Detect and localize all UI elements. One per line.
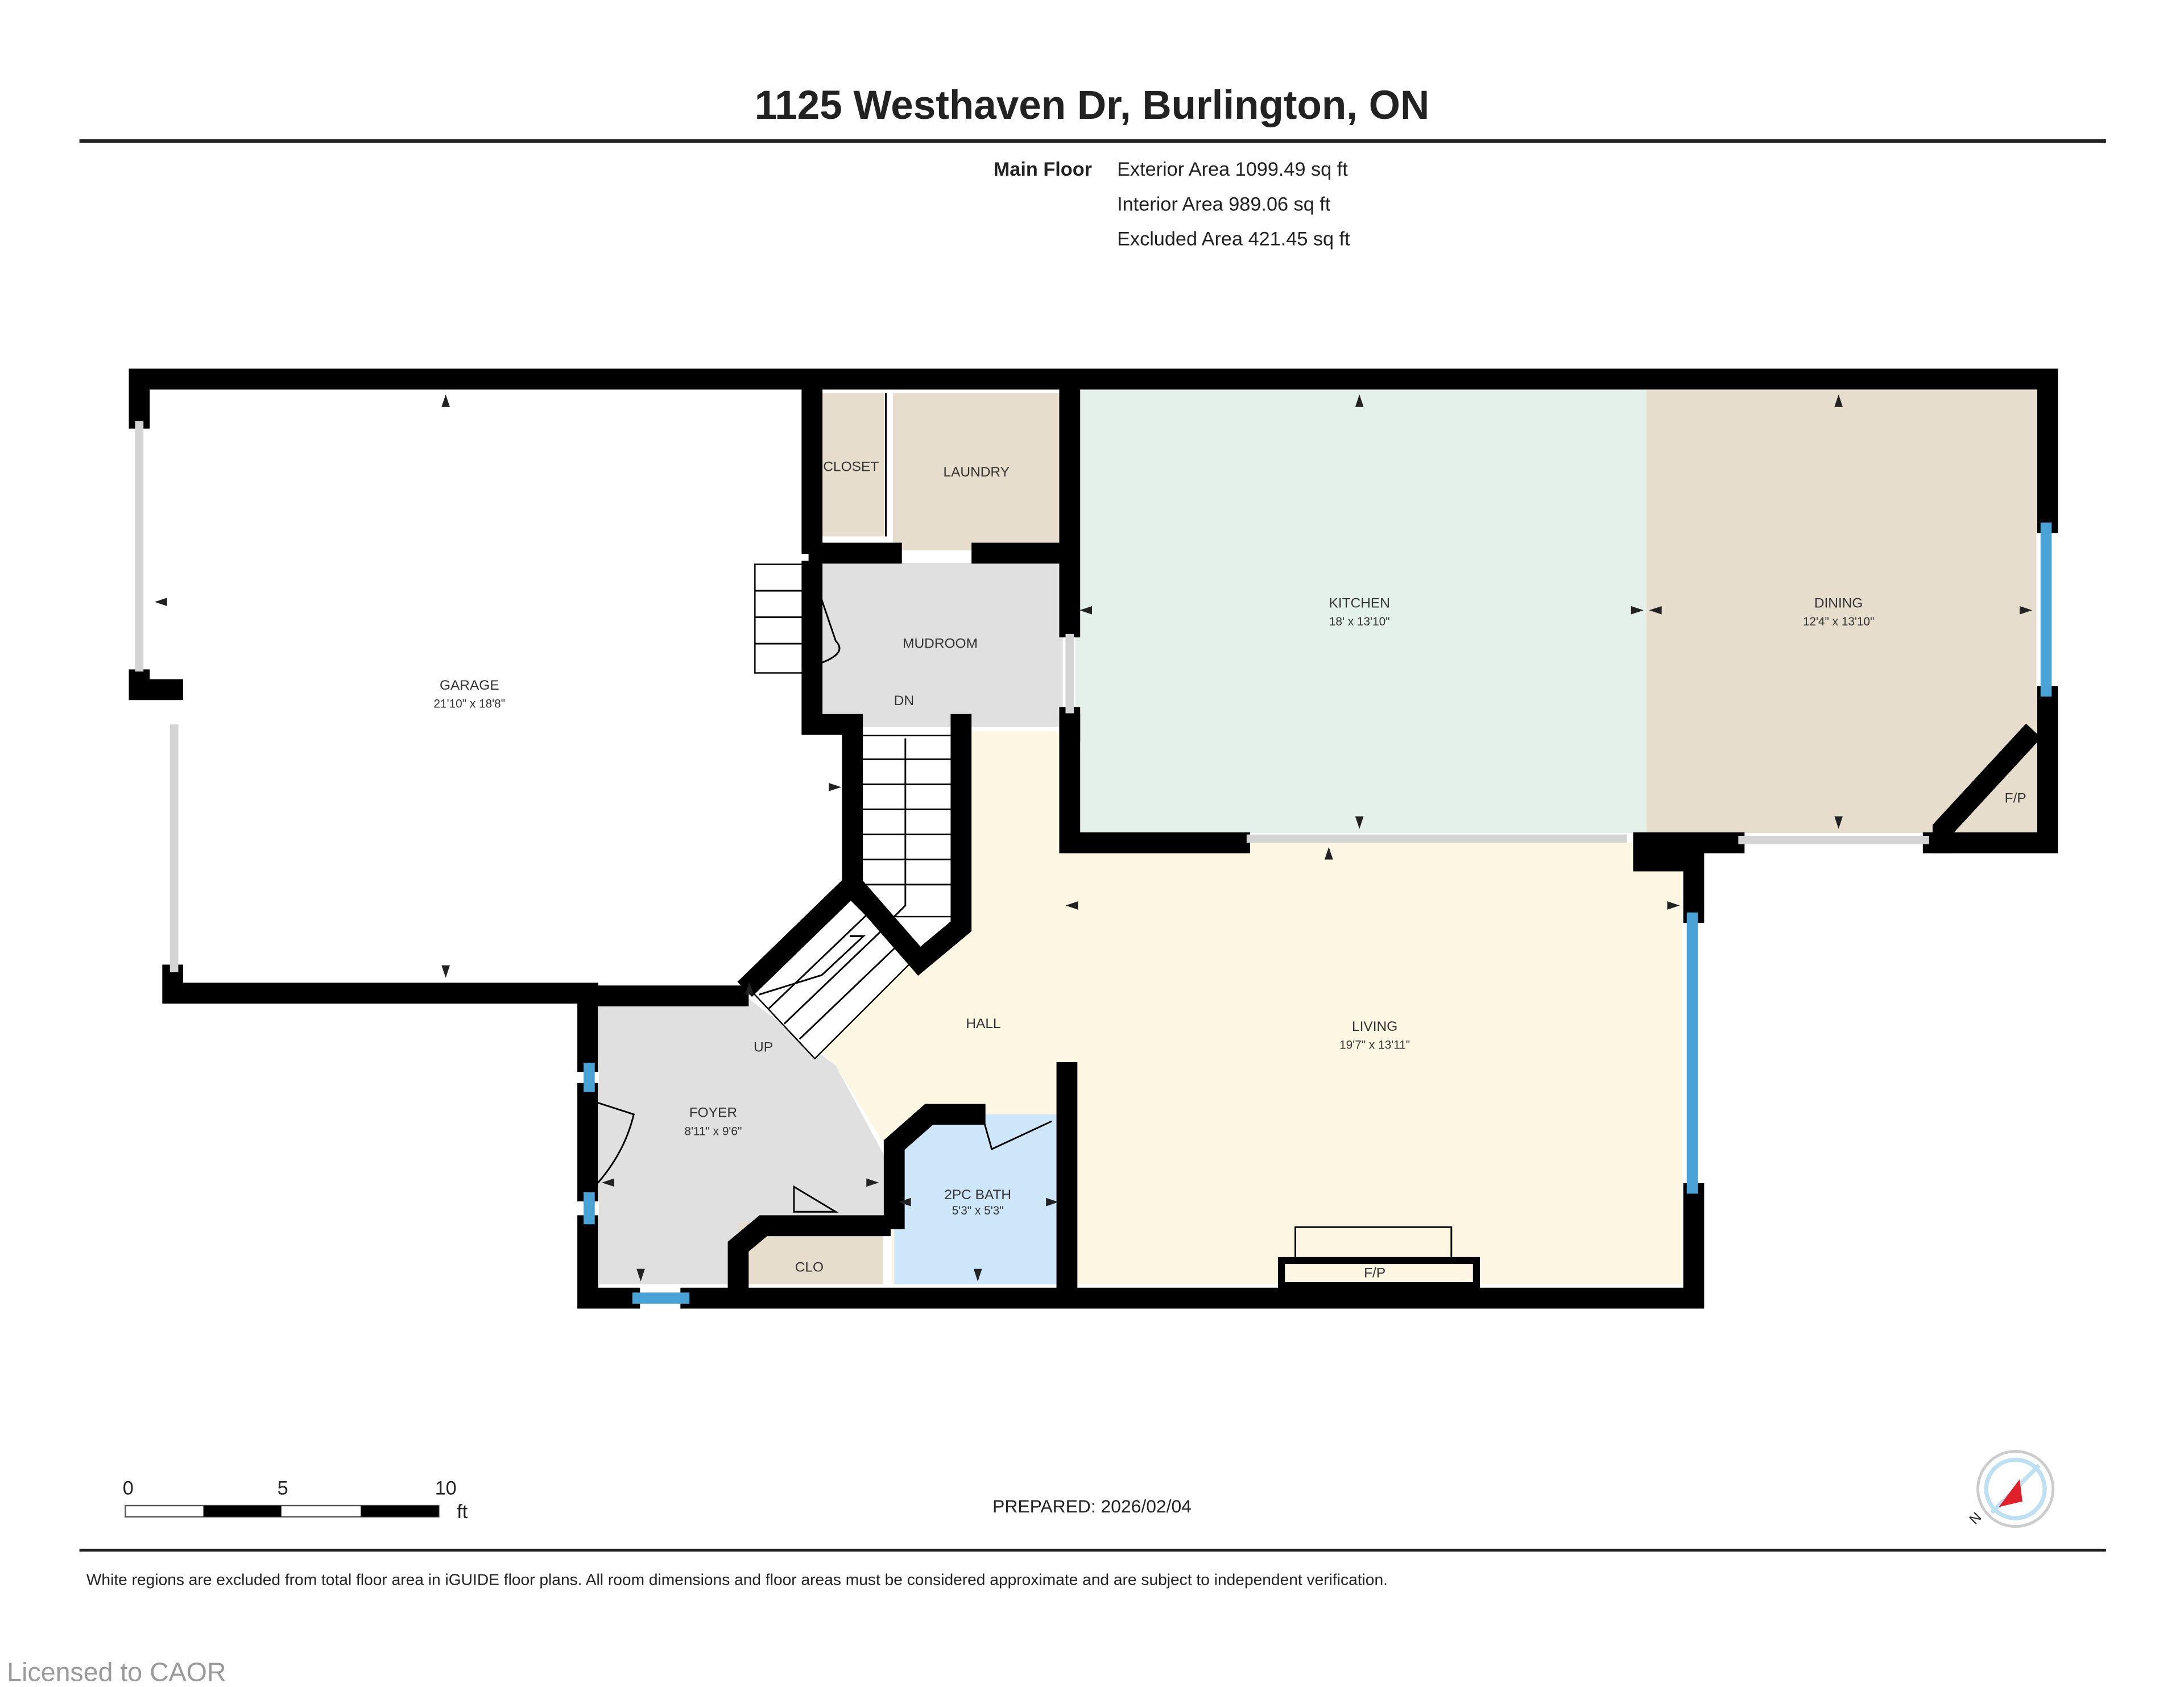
room-fills [150,390,2037,1284]
doors [590,571,1052,1213]
scale-tick-5: 5 [278,1477,288,1499]
foyer-up-label: UP [754,1040,773,1055]
door-mudroom [811,571,841,667]
page-title: 1125 Westhaven Dr, Burlington, ON [755,83,1430,128]
living-dims: 19'7" x 13'11" [1339,1039,1410,1052]
prepared-date: PREPARED: 2026/02/04 [992,1496,1192,1516]
scale-tick-10: 10 [435,1477,457,1499]
closet-fill [819,393,885,537]
door-clo [793,1185,839,1213]
closet-label: CLOSET [823,459,879,474]
mudroom-dn-label: DN [894,693,914,708]
mudroom-fill [819,563,1063,728]
mudroom-label: MUDROOM [903,636,978,651]
clo-label: CLO [795,1260,824,1275]
garage-label: GARAGE [440,678,499,693]
windows [584,523,2052,1304]
interior-area: Interior Area 989.06 sq ft [1117,193,1331,215]
steps-garage [754,563,806,674]
stairs-up [751,897,913,1060]
living-label: LIVING [1352,1019,1397,1034]
openings [135,421,1929,973]
laundry-fill [892,393,1063,550]
door-bath [981,1114,1052,1151]
bath-fill [894,1114,1062,1284]
door-front [590,1099,635,1192]
compass-north-label: N [1967,1510,1985,1528]
kitchen-dims: 18' x 13'10" [1329,615,1390,628]
hall-label: HALL [966,1016,1000,1031]
garage-dims: 21'10" x 18'8" [433,698,505,711]
dining-fireplace-label: F/P [2005,790,2026,806]
foyer-label: FOYER [689,1105,737,1121]
dining-label: DINING [1814,595,1863,611]
fireplace-living [1277,1226,1480,1290]
kitchen-label: KITCHEN [1329,595,1390,611]
room-labels: GARAGE 21'10" x 18'8" CLOSET LAUNDRY MUD… [433,459,2026,1280]
laundry-label: LAUNDRY [943,465,1009,480]
living-fireplace-label: F/P [1364,1265,1385,1280]
compass-icon: N [1967,1450,2055,1528]
scale-tick-0: 0 [123,1477,134,1499]
disclaimer: White regions are excluded from total fl… [86,1571,1388,1589]
scale-bar: 0 5 10 ft [123,1477,468,1523]
dining-fill [1646,390,2037,834]
bath-label: 2PC BATH [944,1187,1011,1203]
dining-dims: 12'4" x 13'10" [1803,615,1875,628]
garage-fill [150,390,808,983]
kitchen-fill [1075,390,1647,834]
watermark: Licensed to CAOR [7,1657,226,1687]
scale-unit: ft [457,1501,468,1523]
bath-dims: 5'3" x 5'3" [952,1204,1004,1217]
dimension-markers [154,394,2033,1282]
floor-label: Main Floor [994,159,1092,180]
foyer-dims: 8'11" x 9'6" [684,1125,742,1138]
stairs-down [860,735,957,921]
excluded-area: Excluded Area 421.45 sq ft [1117,229,1350,250]
exterior-area: Exterior Area 1099.49 sq ft [1117,159,1348,180]
walls [129,368,2058,1309]
